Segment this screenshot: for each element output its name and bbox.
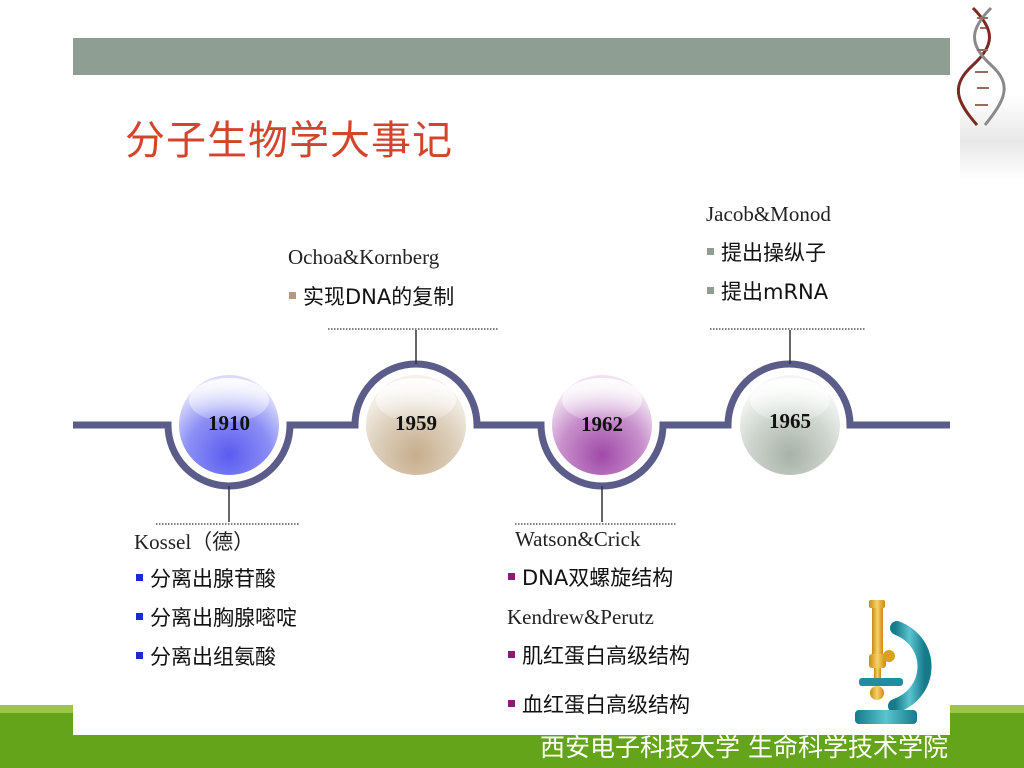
bullet-icon [508, 572, 515, 580]
year-label-1910: 1910 [208, 411, 250, 435]
bullet-icon [136, 573, 143, 581]
bullet-icon [707, 286, 714, 294]
sphere-1962 [552, 375, 652, 475]
dna-helix-icon [956, 6, 1024, 180]
scientist-name-kendrew-perutz: Kendrew&Perutz [507, 605, 654, 629]
year-label-1962: 1962 [581, 412, 623, 436]
scientist-name-watson-crick: Watson&Crick [515, 527, 641, 551]
list-item: DNA双螺旋结构 [508, 562, 673, 592]
sphere-1959 [366, 375, 466, 475]
scientist-name-kossel: Kossel（德） [134, 530, 255, 554]
bullet-icon [136, 651, 143, 659]
microscope-icon [855, 600, 932, 724]
list-item: 分离出腺苷酸 [136, 563, 276, 593]
list-item: 分离出组氨酸 [136, 641, 276, 671]
bullet-icon [508, 699, 515, 707]
scientist-name-ochoa-kornberg: Ochoa&Kornberg [288, 245, 440, 269]
list-item: 血红蛋白高级结构 [508, 689, 690, 719]
bullet-icon [136, 612, 143, 620]
list-item: 肌红蛋白高级结构 [508, 640, 690, 670]
list-item: 实现DNA的复制 [289, 281, 454, 311]
header-bar [73, 38, 950, 75]
scientist-name-jacob-monod: Jacob&Monod [706, 202, 831, 226]
sphere-1965 [740, 375, 840, 475]
bullet-icon [508, 650, 515, 658]
year-label-1959: 1959 [395, 411, 437, 435]
footer-institution: 西安电子科技大学 生命科学技术学院 [540, 733, 948, 762]
list-item: 分离出胸腺嘧啶 [136, 602, 297, 632]
slide-title: 分子生物学大事记 [125, 118, 453, 164]
list-item: 提出mRNA [707, 276, 828, 306]
sphere-1910 [179, 375, 279, 475]
bullet-icon [289, 291, 296, 299]
list-item: 提出操纵子 [707, 237, 826, 267]
bullet-icon [707, 247, 714, 255]
year-label-1965: 1965 [769, 409, 811, 433]
